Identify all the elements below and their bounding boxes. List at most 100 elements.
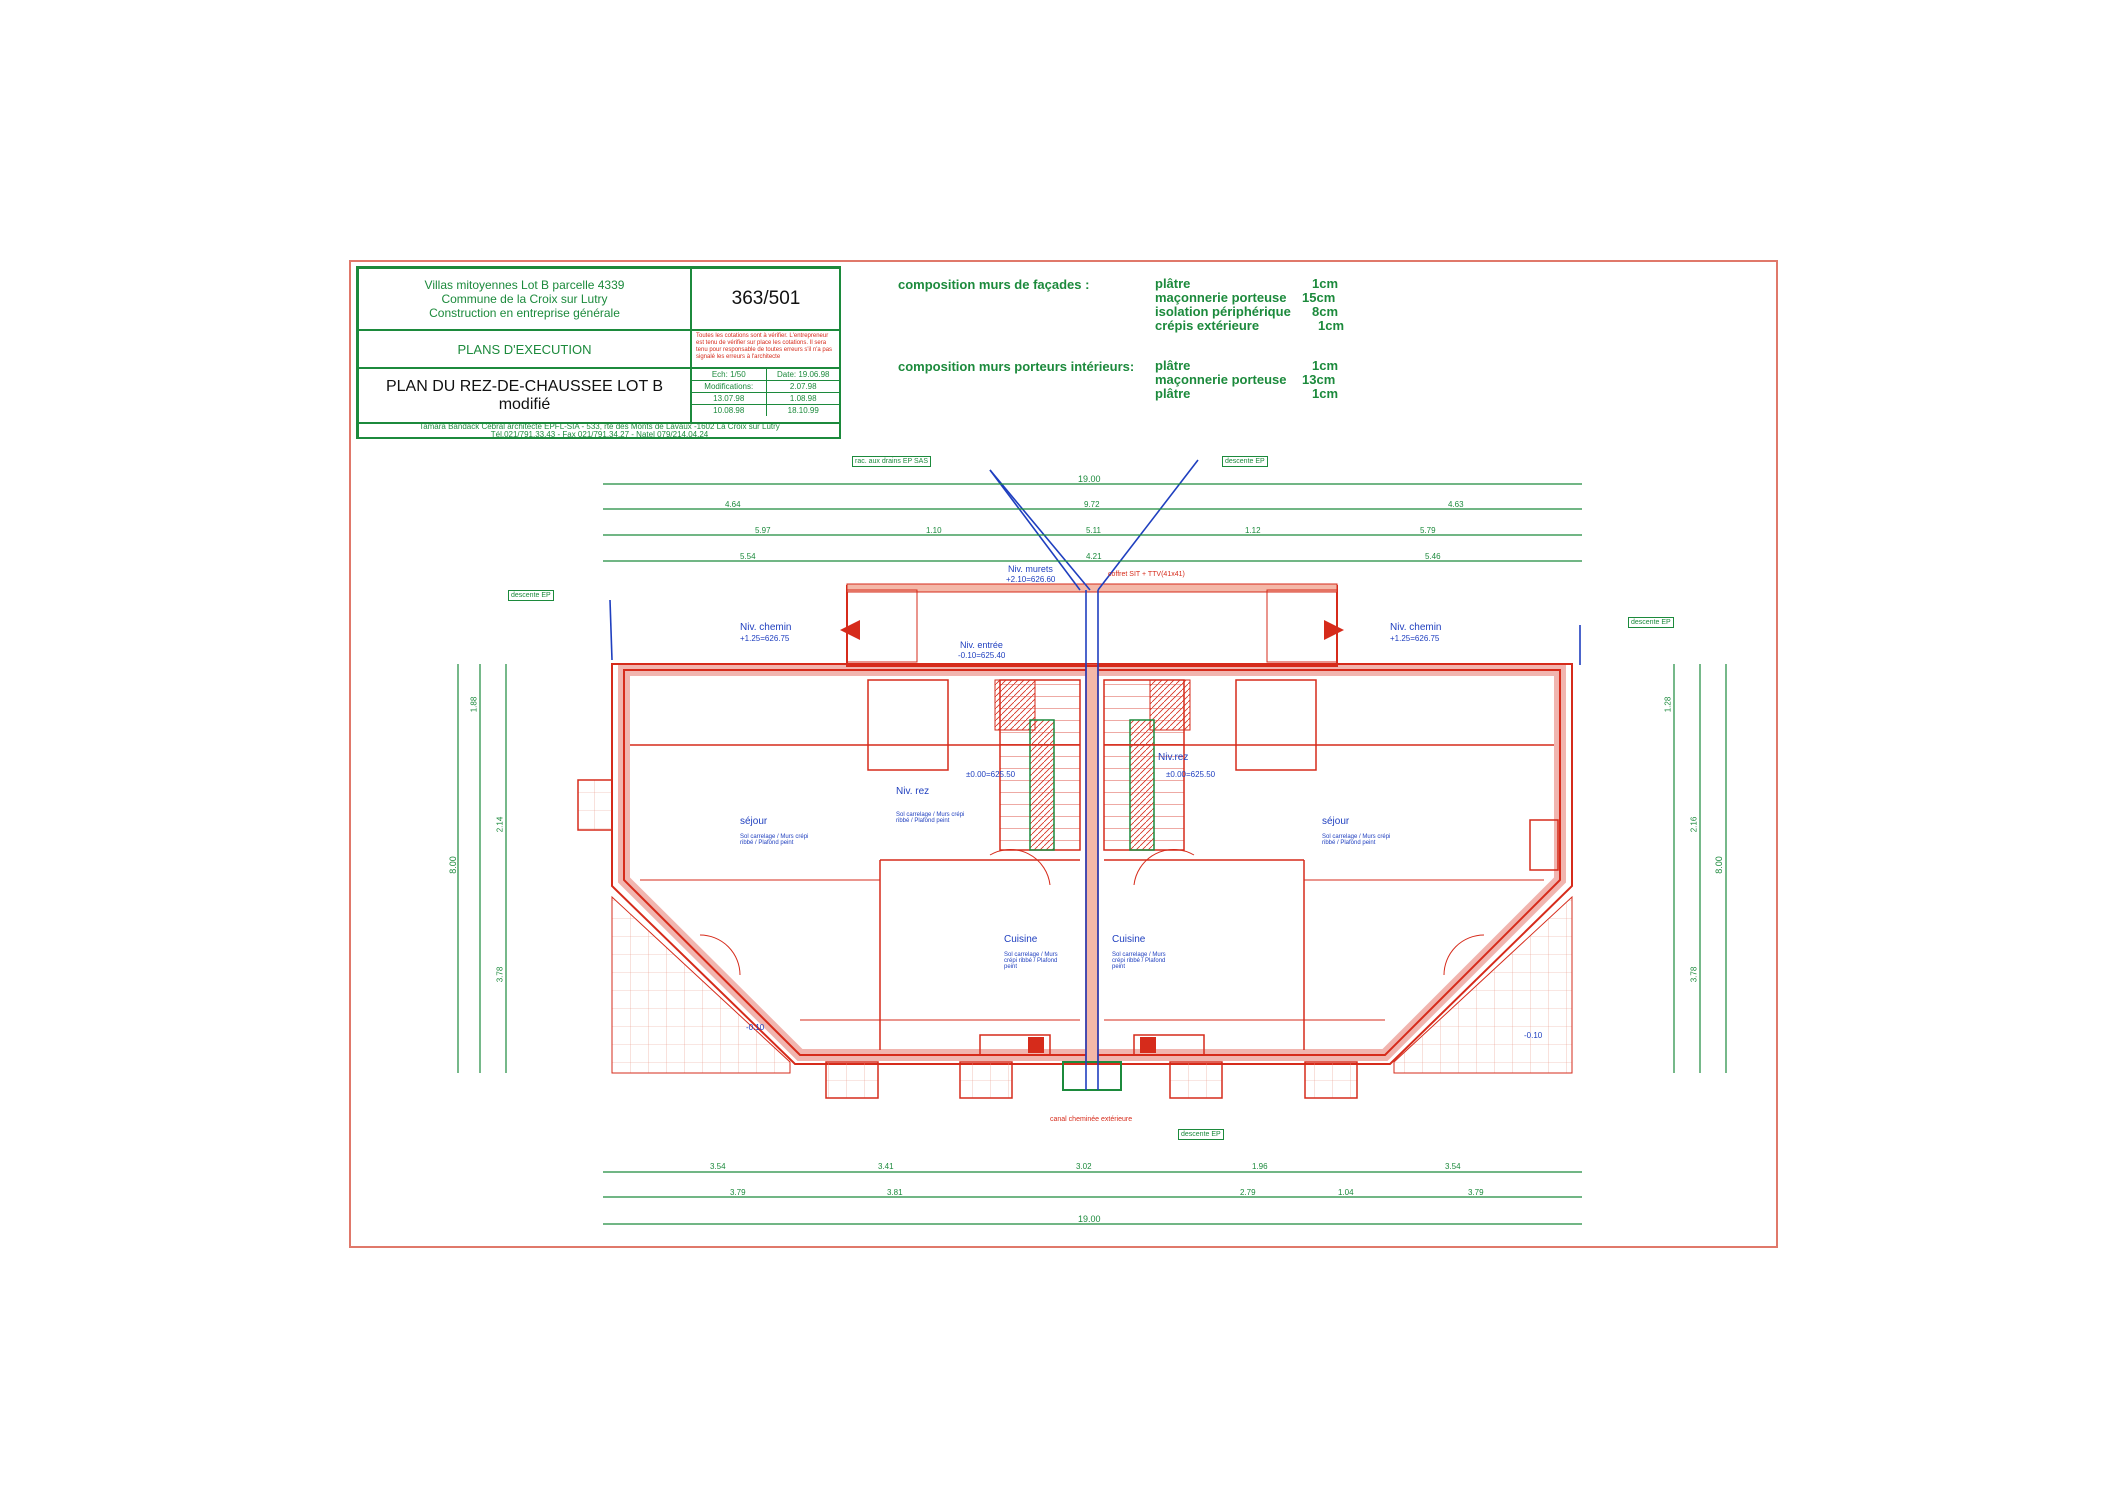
stove-left (1028, 1037, 1044, 1053)
dimension-label: 1.10 (926, 526, 942, 535)
dates-row: Modifications:2.07.98 (692, 381, 840, 393)
store-right (1129, 719, 1155, 851)
facade-thickness: 1cm (1318, 318, 1345, 333)
facade-composition-label: composition murs de façades : (898, 277, 1090, 292)
facade-thickness: 8cm (1312, 304, 1339, 319)
dimension-label: 2.14 (495, 816, 505, 833)
room-name: Cuisine (1004, 934, 1038, 945)
store-left (1029, 719, 1055, 851)
wc-left (867, 679, 949, 771)
interior-material: plâtre (1155, 358, 1191, 373)
dimension-label: 2.16 (1689, 816, 1699, 833)
terrace-right (1393, 895, 1573, 1074)
dimension-label: 5.46 (1425, 552, 1441, 561)
architect-footer: Tamara Bandack Cebral architecte EPFL-SI… (358, 423, 841, 439)
dimension-label: 3.79 (1468, 1188, 1484, 1197)
warning-note: Toutes les cotations sont à vérifier. L'… (691, 330, 841, 368)
interior-thickness: 1cm (1312, 358, 1339, 373)
room-name: Cuisine (1112, 934, 1146, 945)
modif-date: 1.08.98 (765, 393, 841, 404)
fireplace-right (1529, 819, 1559, 871)
terrace-left (611, 895, 791, 1074)
chimney-box (1062, 1061, 1122, 1091)
room-name: Niv. chemin (740, 622, 792, 633)
footer-line: Tamara Bandack Cebral architecte EPFL-SI… (419, 422, 780, 431)
drawing-title: PLAN DU REZ-DE-CHAUSSEE LOT B modifié (358, 368, 691, 423)
dimension-lines (457, 483, 1727, 1225)
dimension-label: 1.28 (1663, 696, 1673, 713)
dimension-label: 3.78 (1689, 966, 1699, 983)
level-annotation: +2.10=626.60 (1006, 575, 1056, 584)
descente-ep-tag: descente EP (508, 590, 554, 601)
room-spec: Sol carrelage / Murs crépi ribbé / Plafo… (1112, 952, 1166, 970)
door-swing (1133, 849, 1195, 886)
dimension-label: 19.00 (1078, 1214, 1101, 1224)
dimension-label: 3.81 (887, 1188, 903, 1197)
arrow-right (1324, 620, 1344, 640)
bbq-left (577, 779, 613, 831)
dimension-label: 4.64 (725, 500, 741, 509)
outside-stair-left (846, 589, 918, 663)
dimension-label: 1.04 (1338, 1188, 1354, 1197)
facade-material: maçonnerie porteuse (1155, 290, 1287, 305)
dimension-label: 1.88 (469, 696, 479, 713)
date-label: Date: 19.06.98 (765, 369, 841, 380)
facade-material: plâtre (1155, 276, 1191, 291)
terrace-level: -0.10 (746, 1023, 765, 1032)
canal-label: canal cheminée extérieure (1050, 1116, 1133, 1123)
footer-line: Tél.021/791.33.43 - Fax 021/791.34.27 - … (490, 430, 709, 439)
interior-material: maçonnerie porteuse (1155, 372, 1287, 387)
dimension-label: 1.96 (1252, 1162, 1268, 1171)
project-line: Commune de la Croix sur Lutry (441, 292, 608, 306)
scale-label: Ech: 1/50 (711, 370, 746, 379)
dimension-label: 9.72 (1084, 500, 1100, 509)
dimension-label: 5.11 (1086, 526, 1101, 535)
kitchen-counter-right (1133, 1034, 1205, 1056)
coffret-label: coffret SIT + TTV(41x41) (1108, 571, 1185, 578)
building-outline-outer (611, 663, 1573, 1065)
descente-ep-tag: descente EP (1178, 1129, 1224, 1140)
interior-composition-label: composition murs porteurs intérieurs: (898, 359, 1135, 374)
dimension-label: 3.79 (730, 1188, 746, 1197)
outside-stair-right (1266, 589, 1338, 663)
room-level: +1.25=626.75 (1390, 634, 1440, 643)
building-outline-inner (623, 669, 1561, 1056)
project-description: Villas mitoyennes Lot B parcelle 4339 Co… (358, 268, 691, 330)
dimension-label: 5.97 (755, 526, 771, 535)
dimension-label: 3.54 (1445, 1162, 1461, 1171)
window-sill (959, 1061, 1013, 1099)
facade-material: isolation périphérique (1155, 304, 1291, 319)
room-name: Niv.rez (1158, 752, 1189, 763)
dimension-label: 8.00 (447, 856, 458, 874)
interior-material: plâtre (1155, 386, 1191, 401)
room-name: Niv. chemin (1390, 622, 1442, 633)
door-swing (989, 849, 1051, 886)
door-swing (699, 934, 741, 976)
entry-wall-top (846, 583, 1338, 593)
facade-thickness: 15cm (1302, 290, 1336, 305)
dimension-label: 4.63 (1448, 500, 1464, 509)
room-level: +1.25=626.75 (740, 634, 790, 643)
dimension-label: 5.79 (1420, 526, 1436, 535)
dimension-label: 3.41 (878, 1162, 894, 1171)
phase-label: PLANS D'EXECUTION (358, 330, 691, 368)
level-annotation: -0.10=625.40 (958, 651, 1006, 660)
room-spec: Sol carrelage / Murs crépi ribbé / Plafo… (1322, 834, 1391, 846)
room-spec: Sol carrelage / Murs crépi ribbé / Plafo… (740, 834, 809, 846)
room-spec: Sol carrelage / Murs crépi ribbé / Plafo… (1004, 952, 1058, 970)
interior-thickness: 13cm (1302, 372, 1336, 387)
drain-lines (609, 459, 1581, 1090)
facade-thickness: 1cm (1312, 276, 1339, 291)
window-sill (1169, 1061, 1223, 1099)
door-swing (1443, 934, 1485, 976)
drain-tag: rac. aux drains EP SAS (852, 456, 932, 467)
stair-top-right (1149, 679, 1191, 731)
room-spec: Sol carrelage / Murs crépi ribbé / Plafo… (896, 812, 965, 824)
arrow-left (840, 620, 860, 640)
window-sill (825, 1061, 879, 1099)
descente-ep-tag: descente EP (1628, 617, 1674, 628)
dimension-label: 8.00 (1713, 856, 1724, 874)
dimension-label: 3.02 (1076, 1162, 1092, 1171)
